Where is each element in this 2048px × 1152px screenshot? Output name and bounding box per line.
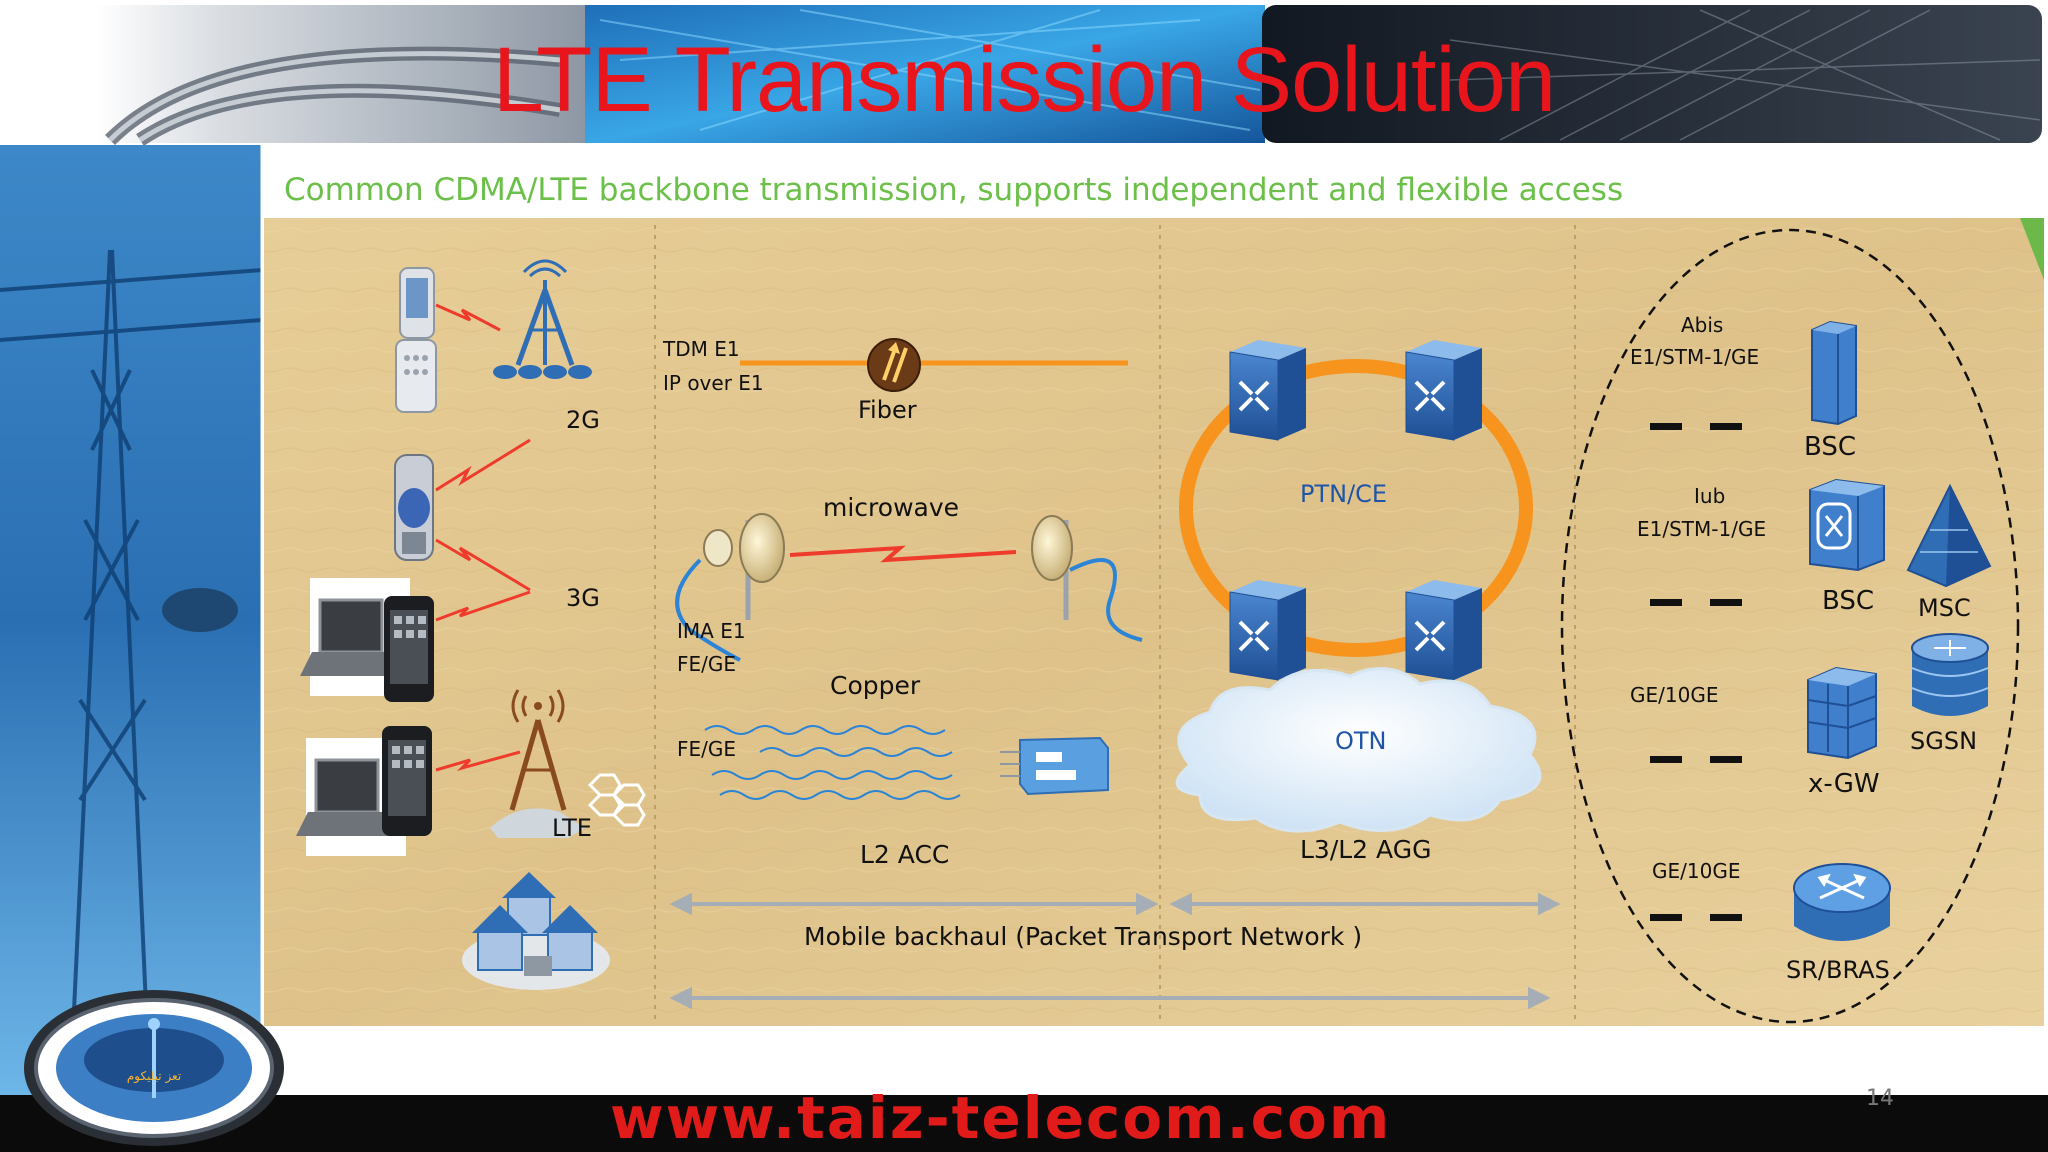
- slide-title: LTE Transmission Solution: [492, 29, 1556, 131]
- label-fe-ge-microwave: FE/GE: [677, 652, 736, 676]
- microwave-dish-left-icon: [675, 513, 785, 662]
- otn-cloud-icon: [1175, 667, 1542, 833]
- label-otn: OTN: [1335, 727, 1387, 755]
- mobile-phone-3g: [394, 454, 434, 561]
- label-iub-interfaces: E1/STM-1/GE: [1637, 517, 1766, 541]
- ptn-router-icon: [1229, 580, 1306, 681]
- core-network-boundary: [1560, 228, 2020, 1024]
- label-copper: Copper: [830, 671, 921, 700]
- label-l2-acc: L2 ACC: [860, 840, 949, 869]
- ptn-ring: [1179, 359, 1533, 657]
- label-iub: Iub: [1694, 484, 1725, 508]
- label-abis: Abis: [1681, 313, 1723, 337]
- label-ip-over-e1: IP over E1: [663, 371, 764, 395]
- msc-pyramid-icon: [1906, 483, 1992, 588]
- laptop-phone-terminal: [300, 578, 434, 702]
- slide-subtitle: Common CDMA/LTE backbone transmission, s…: [284, 172, 1624, 208]
- label-xgw: x-GW: [1808, 769, 1880, 799]
- label-ptn-ce: PTN/CE: [1300, 480, 1387, 508]
- label-microwave: microwave: [823, 493, 959, 522]
- label-lte: LTE: [552, 814, 592, 842]
- lte-tower-icon: [490, 689, 646, 838]
- header-banner: [0, 0, 2048, 146]
- label-ge-10ge-1: GE/10GE: [1630, 683, 1718, 707]
- label-mobile-backhaul: Mobile backhaul (Packet Transport Networ…: [804, 922, 1362, 951]
- label-fe-ge-copper: FE/GE: [677, 737, 736, 761]
- label-ge-10ge-2: GE/10GE: [1652, 859, 1740, 883]
- page-number: 14: [1866, 1086, 1894, 1111]
- bsc-cabinet-icon: [1811, 320, 1857, 426]
- label-bsc-2: BSC: [1822, 586, 1874, 616]
- label-abis-interfaces: E1/STM-1/GE: [1630, 345, 1759, 369]
- backhaul-arrows: [669, 892, 1561, 1010]
- microwave-dish-right-icon: [1031, 515, 1143, 642]
- microwave-link-signal: [789, 545, 1017, 563]
- xgw-firewall-icon: [1807, 666, 1877, 760]
- ptn-router-icon: [1405, 580, 1482, 681]
- company-logo: تعز تيليكوم: [24, 990, 284, 1146]
- label-3g: 3G: [566, 584, 600, 612]
- label-tdm-e1: TDM E1: [662, 337, 740, 361]
- ptn-router-icon: [1405, 340, 1482, 441]
- base-station-tower-2g-icon: [493, 259, 592, 379]
- laptop-phone-terminal-lte: [296, 726, 432, 856]
- radio-signal-2g: [435, 303, 501, 332]
- mobile-phone-2g: [395, 267, 437, 413]
- label-msc: MSC: [1918, 594, 1971, 622]
- fiber-link: [740, 338, 1128, 392]
- interface-dash-markers: [1650, 423, 1742, 921]
- tower-side-image: [0, 145, 264, 1096]
- ptn-router-icon: [1229, 340, 1306, 441]
- radio-signal-3g: [435, 438, 531, 622]
- label-sr-bras: SR/BRAS: [1786, 956, 1890, 984]
- copper-twisted-pair: [704, 725, 961, 800]
- sr-bras-router-icon: [1793, 863, 1891, 941]
- radio-signal-lte: [435, 750, 521, 772]
- bsc-switch-icon: [1809, 478, 1885, 572]
- svg-text:تعز تيليكوم: تعز تيليكوم: [127, 1069, 181, 1084]
- footer-url-link[interactable]: www.taiz-telecom.com: [610, 1084, 1392, 1152]
- label-sgsn: SGSN: [1910, 727, 1977, 755]
- residential-houses-icon: [462, 872, 610, 990]
- label-ima-e1: IMA E1: [677, 619, 746, 643]
- label-2g: 2G: [566, 406, 600, 434]
- footer-bar: [0, 1095, 2048, 1152]
- dslam-device-icon: [1000, 736, 1109, 796]
- sgsn-database-icon: [1911, 633, 1989, 716]
- label-l3l2-agg: L3/L2 AGG: [1300, 835, 1431, 864]
- diagram-panel: [264, 218, 2044, 1026]
- label-fiber: Fiber: [858, 396, 917, 424]
- label-bsc-1: BSC: [1804, 432, 1856, 462]
